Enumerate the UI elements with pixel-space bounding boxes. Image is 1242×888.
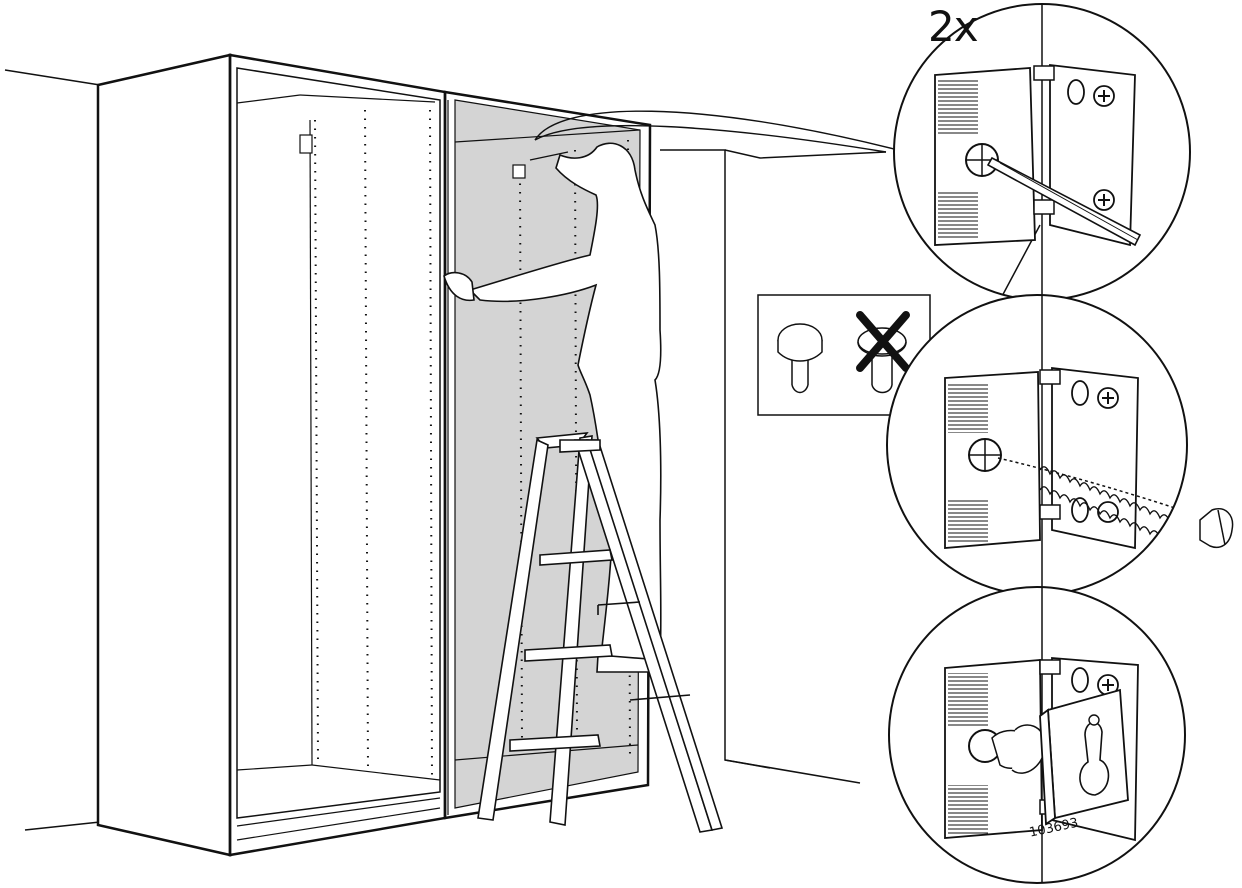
wall-hanging-bracket-icon [1040, 690, 1128, 824]
detail-circle-screwing [887, 295, 1233, 595]
detail-circle-hanging [889, 585, 1185, 885]
screw-icon [1200, 509, 1233, 548]
left-wardrobe-frame [98, 55, 445, 855]
quantity-label: 2x [928, 6, 978, 48]
